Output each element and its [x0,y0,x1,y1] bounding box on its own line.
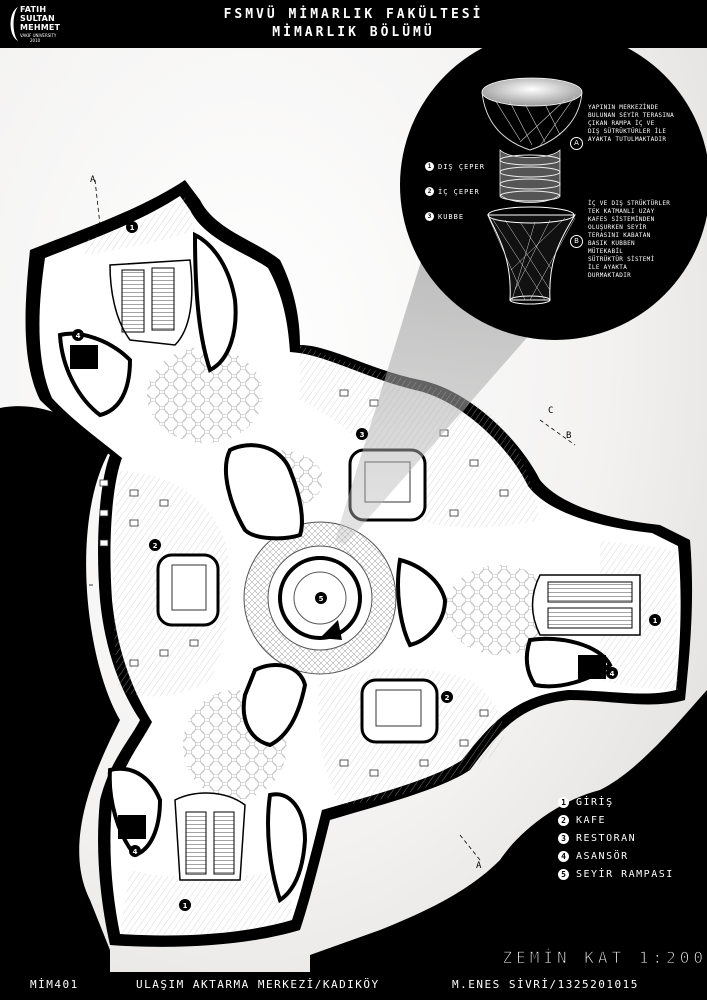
ramp-arrow [320,620,342,640]
elevator-west [70,345,98,369]
plaza-east-pattern [445,565,555,655]
section-markers: A A B B C C D [34,175,571,871]
detail-part-3: 3 KUBBE [425,212,464,221]
svg-text:B: B [566,431,571,441]
pod-north-wall [192,231,238,373]
note-a-marker: A [570,137,583,150]
left-ground-mass [0,406,120,972]
faculty-title: FSMVÜ MİMARLIK FAKÜLTESİ [223,7,484,22]
detail-part-number: 3 [425,212,434,221]
pod-south-wall [266,792,308,904]
pod-east [396,557,448,648]
svg-text:1: 1 [653,617,658,625]
logo-text-line: SULTAN [20,14,55,23]
svg-text:A: A [90,175,96,185]
logo-year: 2010 [30,38,41,43]
room-number-badges: 1 1 1 2 2 3 4 4 4 5 [72,221,661,911]
header-bar: FATIH SULTAN MEHMET VAKIF UNIVERSITY 201… [0,0,707,48]
svg-text:1: 1 [183,902,188,910]
svg-text:5: 5 [319,595,324,603]
detail-part-number: 1 [425,162,434,171]
logo-text-line: MEHMET [20,23,61,32]
svg-text:2: 2 [153,542,158,550]
svg-text:3: 3 [360,431,365,439]
right-ground-mass [310,690,707,972]
logo-text-line: FATIH [20,5,47,14]
author-id: M.ENES SİVRİ/1325201015 [452,978,639,991]
escalator-south [174,792,246,881]
svg-text:2: 2 [445,694,450,702]
scale-label: ZEMİN KAT 1:200 [502,948,707,968]
svg-text:D: D [34,573,39,583]
footer-bar [0,972,707,1000]
detail-part-1: 1 DIŞ ÇEPER [425,162,485,171]
escalator-east [531,574,641,636]
pod-north [223,443,304,541]
elevator-southwest [118,815,146,839]
pod-south [241,663,308,748]
svg-text:4: 4 [76,332,81,340]
detail-part-2: 2 İÇ ÇEPER [425,187,480,196]
course-code: MİM401 [30,978,79,991]
lattice-structure-drawing [487,206,576,305]
logo-crescent-icon [10,7,18,41]
svg-text:4: 4 [133,848,138,856]
elevator-east [578,655,606,679]
detail-part-number: 2 [425,187,434,196]
section-lines [40,179,576,861]
detail-part-label: KUBBE [438,212,465,221]
svg-text:B: B [60,733,65,743]
detail-part-label: İÇ ÇEPER [438,187,480,196]
entry-south-hatch [120,870,292,936]
note-b-marker: B [570,235,583,248]
university-logo: FATIH SULTAN MEHMET VAKIF UNIVERSITY 201… [6,4,61,44]
plaza-north-pattern [147,347,263,443]
svg-text:4: 4 [610,670,615,678]
svg-text:1: 1 [130,224,135,232]
logo-subtitle: VAKIF UNIVERSITY [20,33,57,38]
tables [99,389,509,777]
department-title: MİMARLIK BÖLÜMÜ [272,25,435,40]
kiosk-west [156,553,220,627]
kiosk-south [360,678,439,744]
svg-text:C: C [46,705,51,715]
svg-text:A: A [476,861,482,871]
dome-structure-drawing [481,77,583,203]
project-title: ULAŞIM AKTARMA MERKEZİ/KADIKÖY [136,978,380,991]
escalator-north [109,259,193,346]
detail-part-label: DIŞ ÇEPER [438,162,485,171]
entry-north-hatch [85,196,195,255]
svg-text:C: C [548,406,553,416]
